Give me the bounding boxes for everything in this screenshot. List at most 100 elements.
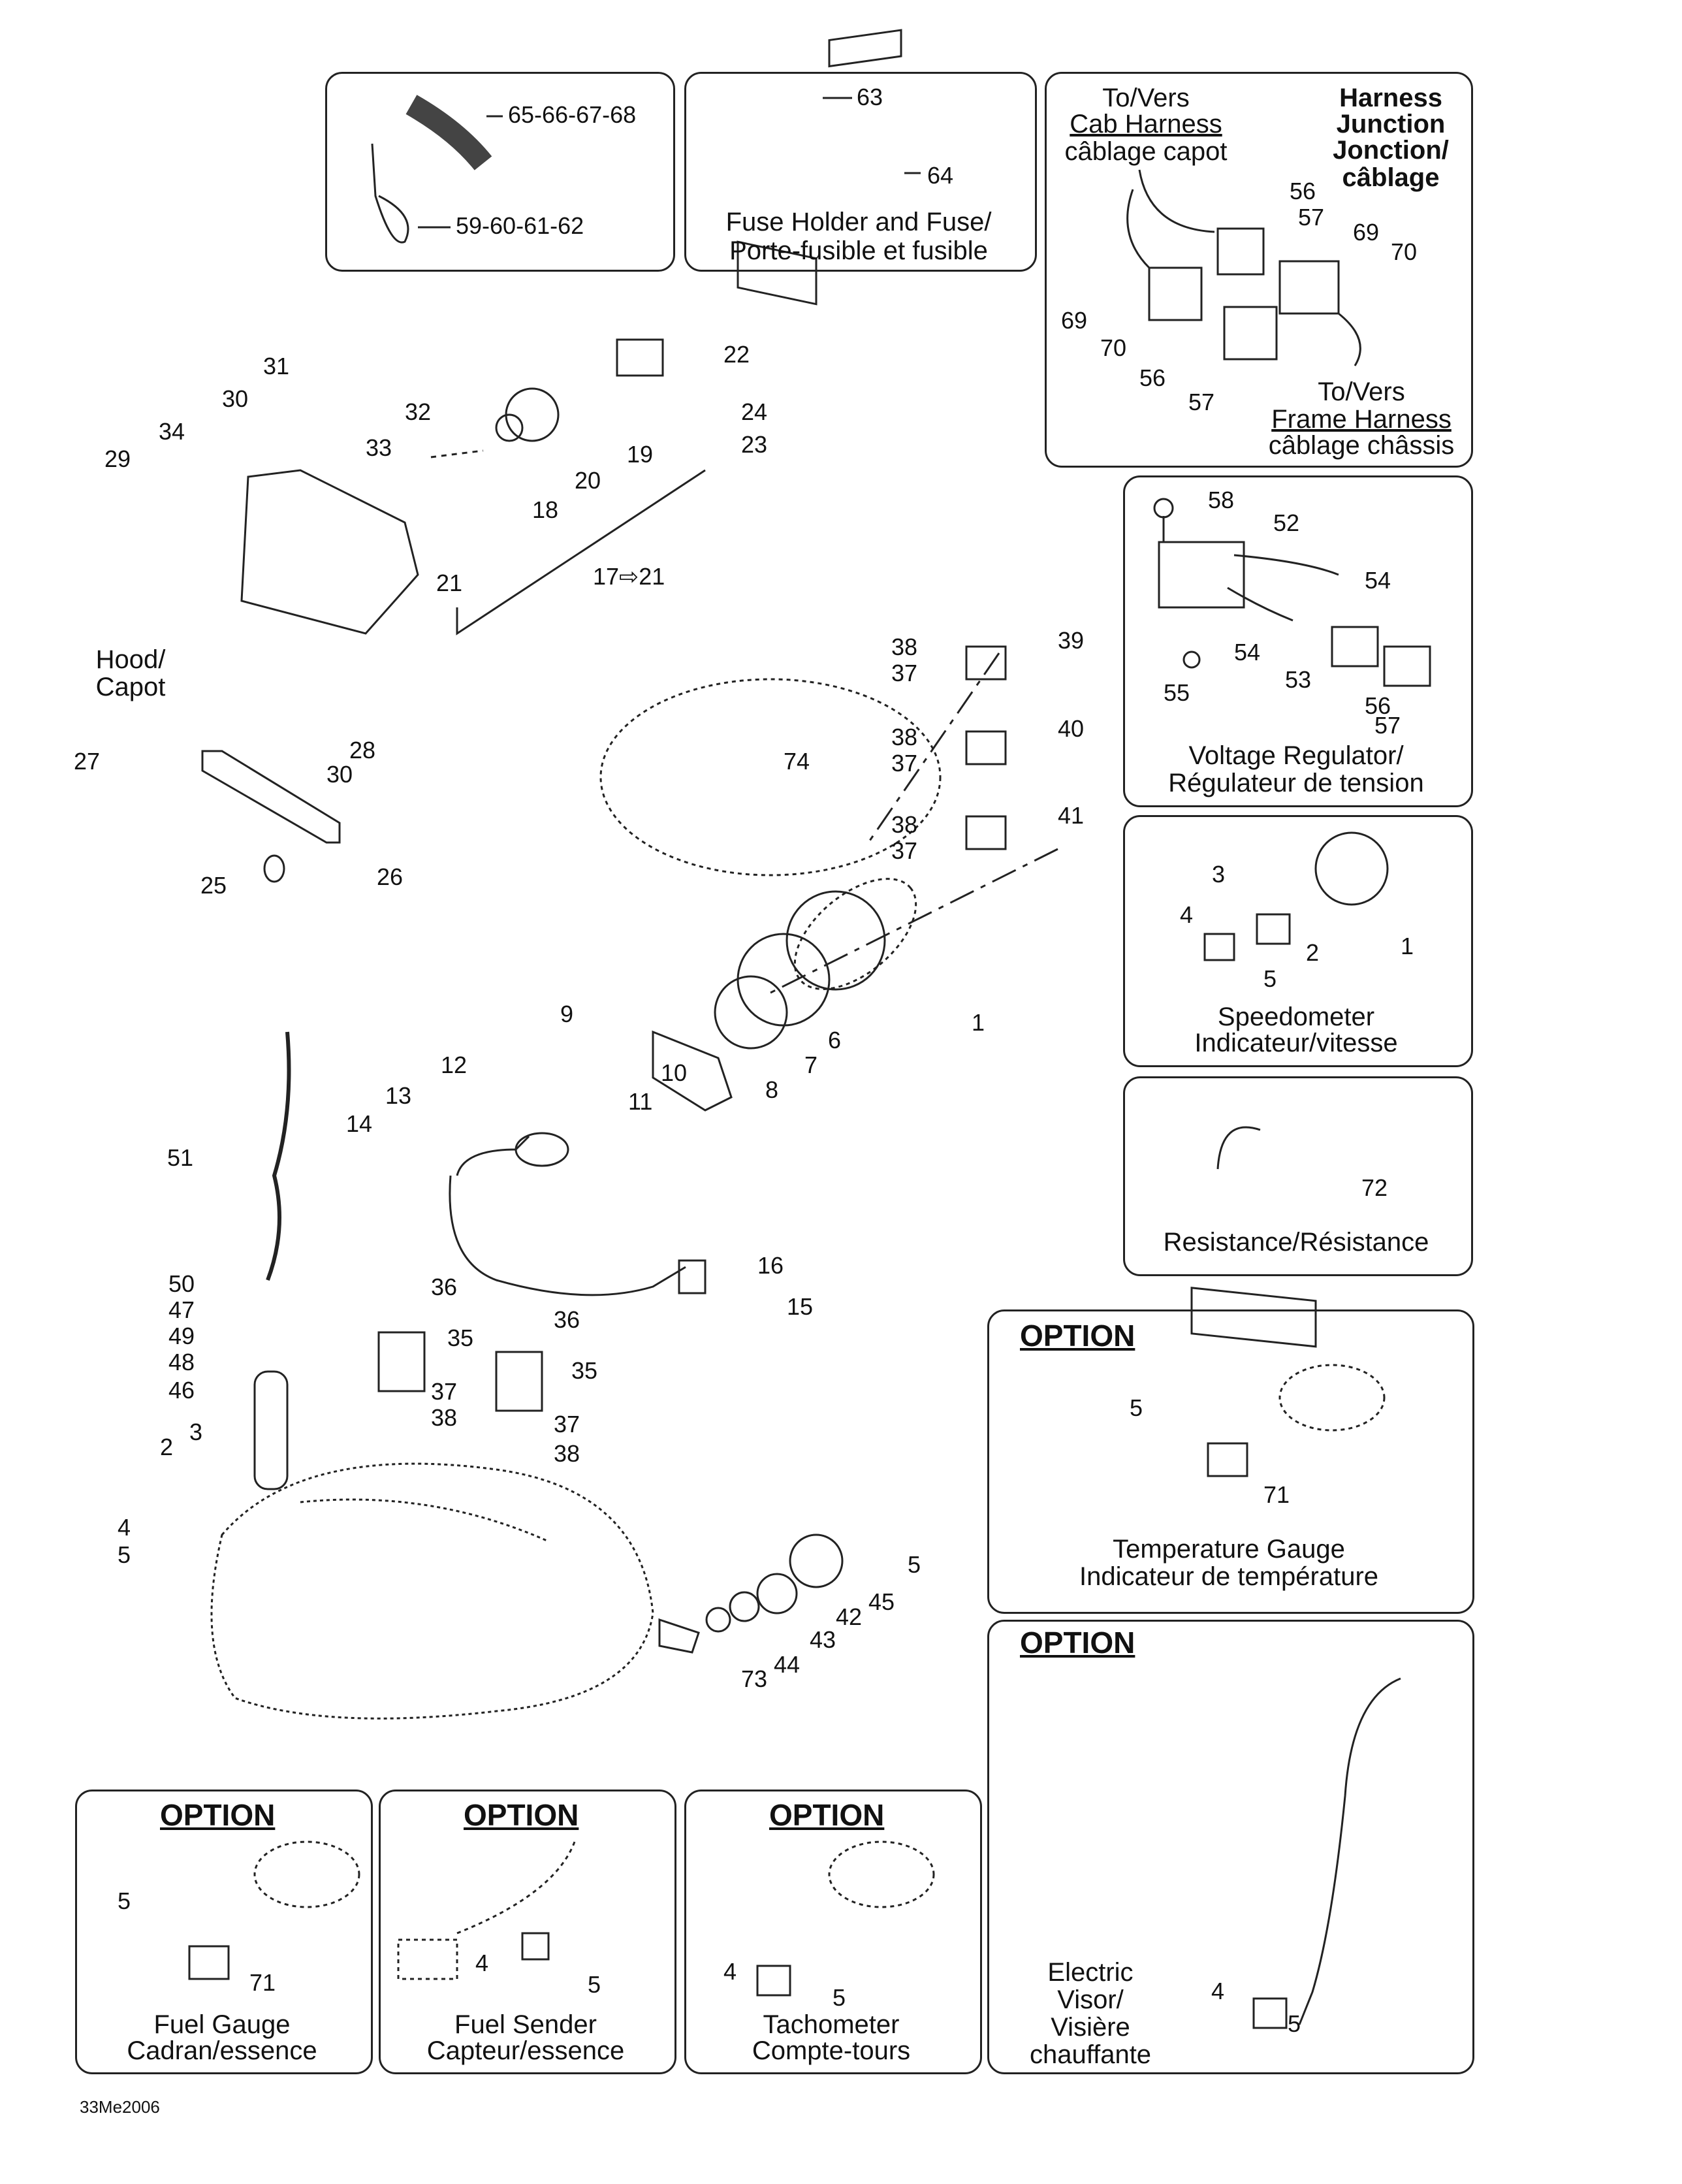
label-65-68: 65-66-67-68 [508,101,637,128]
inset-fuel-sender [379,1790,676,2074]
label-3: 3 [189,1419,203,1445]
inset-speedometer [1123,815,1473,1067]
label-70b: 70 [1100,334,1127,361]
label-3a: 3 [1212,861,1226,888]
label-37d: 37 [431,1378,458,1405]
fuse-caption-2: Porte-fusible et fusible [729,236,988,265]
label-58: 58 [1208,487,1235,513]
inset-regulator [1123,475,1473,807]
label-11: 11 [628,1088,653,1115]
label-22: 22 [723,341,750,368]
fuel-gauge-caption-2: Cadran/essence [127,2036,317,2065]
label-52: 52 [1273,509,1300,536]
label-5a-main: 5 [118,1541,131,1568]
inset-resistance [1123,1076,1473,1276]
harness-title-3: Jonction/ [1333,136,1449,165]
inset-temp-gauge [987,1309,1474,1614]
visor-caption-3: Visière [1051,2013,1130,2042]
label-73: 73 [741,1665,768,1692]
label-51: 51 [167,1144,194,1171]
resistance-caption: Resistance/Résistance [1163,1228,1429,1257]
visor-option: OPTION [1020,1626,1135,1660]
fuse-holder [737,240,817,306]
speedometer-caption-2: Indicateur/vitesse [1194,1029,1398,1057]
to-cab-3: câblage capot [1064,137,1228,166]
visor-caption-1: Electric [1047,1958,1134,1987]
label-37b: 37 [891,750,918,777]
label-43: 43 [810,1626,836,1653]
fuel-gauge-option: OPTION [160,1798,276,1832]
regulator-caption-1: Voltage Regulator/ [1188,741,1404,770]
fuel-gauge-caption-1: Fuel Gauge [153,2010,291,2039]
label-48: 48 [168,1349,195,1375]
temp-caption-1: Temperature Gauge [1113,1535,1345,1564]
label-9: 9 [560,1001,574,1027]
label-4-tach: 4 [723,1958,737,1985]
label-36a: 36 [431,1274,458,1300]
harness-title-1: Harness [1339,84,1442,112]
visor-caption-4: chauffante [1029,2040,1152,2069]
harness-title-2: Junction [1336,110,1446,138]
label-7: 7 [804,1052,818,1078]
temp-option: OPTION [1020,1319,1135,1353]
label-14: 14 [346,1110,373,1137]
label-27: 27 [74,748,101,775]
label-36b: 36 [554,1306,580,1333]
label-38e: 38 [554,1440,580,1467]
label-72: 72 [1361,1174,1388,1201]
label-25: 25 [200,872,227,899]
to-cab-2: Cab Harness [1070,110,1222,138]
to-frame-2: Frame Harness [1271,405,1452,434]
label-56b: 56 [1139,364,1166,391]
label-55: 55 [1164,679,1190,706]
label-20: 20 [575,467,601,494]
label-57c: 57 [1374,712,1401,739]
label-2a: 2 [1306,939,1320,966]
label-41: 41 [1058,802,1085,829]
label-37a: 37 [891,660,918,686]
label-38c: 38 [891,811,918,838]
hood-bracket [201,750,341,844]
label-8: 8 [765,1076,779,1103]
label-1: 1 [972,1009,985,1036]
to-frame-3: câblage châssis [1268,431,1455,460]
label-4: 4 [118,1514,131,1541]
visor-caption-2: Visor/ [1057,1985,1124,2014]
label-42: 42 [836,1603,863,1630]
label-54a: 54 [1365,567,1391,594]
label-26: 26 [377,863,404,890]
speedometer-cable [449,1175,686,1296]
regulator-caption-2: Régulateur de tension [1168,769,1424,797]
label-34: 34 [159,418,185,445]
label-15: 15 [787,1293,814,1320]
label-5b-main: 5 [908,1551,921,1578]
hood-label-1: Hood/ [95,645,166,674]
label-31: 31 [263,353,290,379]
fuse-caption-1: Fuse Holder and Fuse/ [725,208,992,236]
label-5-fg: 5 [118,1887,131,1914]
label-40: 40 [1058,715,1085,742]
label-35b: 35 [571,1357,598,1384]
label-12: 12 [441,1052,468,1078]
diagram-code: 33Me2006 [80,2097,160,2117]
label-18: 18 [532,496,559,523]
label-2: 2 [160,1434,174,1460]
label-19: 19 [627,441,654,468]
label-5-fs: 5 [588,1971,601,1998]
label-23: 23 [741,431,768,458]
label-13: 13 [385,1082,412,1109]
coiled-cord [266,1031,291,1281]
label-30a: 30 [222,385,249,412]
fuse [828,29,902,68]
label-16: 16 [757,1252,784,1279]
to-cab-1: To/Vers [1102,84,1190,112]
to-frame-1: To/Vers [1318,377,1405,406]
hood-label-2: Capot [95,673,166,701]
label-39: 39 [1058,627,1085,654]
label-4a: 4 [1180,901,1194,928]
inset-visor [987,1620,1474,2074]
cable-tie [371,143,409,244]
label-6: 6 [828,1027,842,1053]
label-56c: 56 [1365,692,1391,719]
label-37e: 37 [554,1411,580,1437]
